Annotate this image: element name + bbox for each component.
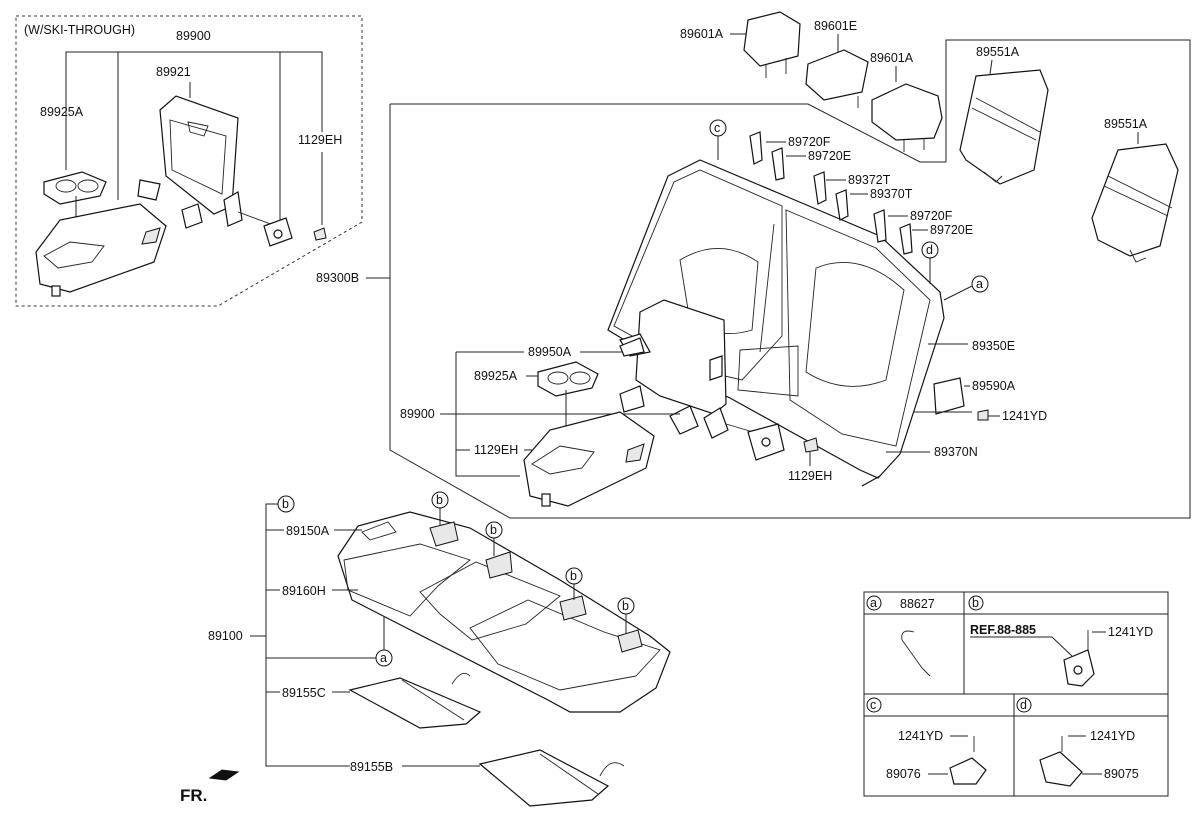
- label-89925A-b[interactable]: 89925A: [474, 369, 518, 383]
- label-89160H[interactable]: 89160H: [282, 584, 326, 598]
- label-89720E-2[interactable]: 89720E: [930, 223, 973, 237]
- label-89720F-2[interactable]: 89720F: [910, 209, 953, 223]
- label-89720E-1[interactable]: 89720E: [808, 149, 851, 163]
- label-ski-89921[interactable]: 89921: [156, 65, 191, 79]
- seat-pads: [348, 672, 625, 807]
- headrest-left: [743, 11, 801, 67]
- callout-b-4[interactable]: b: [622, 599, 629, 613]
- label-89950A[interactable]: 89950A: [528, 345, 572, 359]
- pad-89155C: [348, 677, 482, 729]
- label-89150A[interactable]: 89150A: [286, 524, 330, 538]
- headrest-right: [871, 83, 943, 141]
- ski-bracket-part: [137, 95, 239, 229]
- callout-b-1[interactable]: b: [436, 493, 443, 507]
- part-89590A: [933, 377, 965, 415]
- label-89601A-left[interactable]: 89601A: [680, 27, 724, 41]
- legend-table: a 88627 b REF.88-885 1241YD c 1241YD 890…: [863, 591, 1169, 797]
- ski-hinge-part: [223, 191, 327, 247]
- label-1129EH-left[interactable]: 1129EH: [474, 443, 518, 457]
- callout-b-2[interactable]: b: [490, 523, 497, 537]
- backrest-armrest-group: 89950A 89925A 89900 1129EH: [400, 337, 680, 507]
- callout-b-seat[interactable]: b: [282, 497, 289, 511]
- ski-through-title: (W/SKI-THROUGH): [24, 23, 135, 37]
- seat-cushion: [337, 511, 671, 713]
- label-89590A[interactable]: 89590A: [972, 379, 1016, 393]
- pad-89155B: [478, 749, 610, 807]
- legend-a-part: 88627: [900, 597, 935, 611]
- legend-d-bolt: 1241YD: [1090, 729, 1135, 743]
- fr-label: FR.: [180, 786, 207, 805]
- legend-callout-a: a: [870, 596, 877, 610]
- legend-d-part: 89075: [1104, 767, 1139, 781]
- fr-arrow-icon: [208, 769, 240, 781]
- label-ski-1129EH[interactable]: 1129EH: [298, 133, 342, 147]
- label-89155B[interactable]: 89155B: [350, 760, 393, 774]
- backrest-fasteners: 89720F 89720E 89372T 89370T 89720F 89720…: [749, 131, 973, 255]
- seat-labels: b 89150A 89160H 89100 a 89155C 89155B: [208, 495, 480, 774]
- front-indicator: FR.: [180, 769, 240, 805]
- label-1241YD[interactable]: 1241YD: [1002, 409, 1047, 423]
- legend-callout-d: d: [1020, 698, 1027, 712]
- label-89370T[interactable]: 89370T: [870, 187, 913, 201]
- main-backrest: [607, 159, 945, 479]
- legend-callout-b: b: [972, 596, 979, 610]
- callout-a[interactable]: a: [976, 277, 983, 291]
- label-89720F-1[interactable]: 89720F: [788, 135, 831, 149]
- label-89300B[interactable]: 89300B: [316, 271, 359, 285]
- backrest-covers: 89551A 89551A: [959, 45, 1179, 263]
- legend-c-part: 89076: [886, 767, 921, 781]
- cover-right: [1091, 143, 1179, 257]
- part-89075: [1039, 751, 1083, 787]
- callout-a-seat[interactable]: a: [380, 651, 387, 665]
- label-ski-89925A[interactable]: 89925A: [40, 105, 84, 119]
- label-89601A-right[interactable]: 89601A: [870, 51, 914, 65]
- label-1129EH-right[interactable]: 1129EH: [788, 469, 832, 483]
- legend-callout-c: c: [870, 698, 876, 712]
- armrest-part: [35, 203, 167, 297]
- label-89551A-right[interactable]: 89551A: [1104, 117, 1148, 131]
- part-88627: [901, 630, 931, 677]
- backrest-callouts: c d a: [709, 119, 989, 301]
- label-89900-b[interactable]: 89900: [400, 407, 435, 421]
- label-89350E[interactable]: 89350E: [972, 339, 1015, 353]
- ski-through-inset: (W/SKI-THROUGH) 89900 89921 89925A 1129E…: [15, 15, 363, 307]
- headrest-center: [805, 49, 869, 101]
- label-89100[interactable]: 89100: [208, 629, 243, 643]
- callout-c[interactable]: c: [714, 121, 720, 135]
- label-89370N[interactable]: 89370N: [934, 445, 978, 459]
- label-89551A-top[interactable]: 89551A: [976, 45, 1020, 59]
- backrest-right-labels: 89350E 89590A 1241YD 89370N 1129EH: [788, 339, 1047, 487]
- callout-d[interactable]: d: [926, 243, 933, 257]
- legend-b-ref[interactable]: REF.88-885: [970, 623, 1036, 637]
- headrests-group: 89601A 89601E 89601A: [680, 11, 943, 152]
- label-89155C[interactable]: 89155C: [282, 686, 326, 700]
- backrest-frame: 89300B: [316, 39, 1191, 519]
- backrest-hinge: [669, 405, 819, 461]
- label-ski-89900[interactable]: 89900: [176, 29, 211, 43]
- part-89076: [949, 757, 987, 785]
- legend-b-part: 1241YD: [1108, 625, 1153, 639]
- callout-b-3[interactable]: b: [570, 569, 577, 583]
- label-89372T[interactable]: 89372T: [848, 173, 891, 187]
- label-89601E[interactable]: 89601E: [814, 19, 857, 33]
- cover-left: [959, 69, 1049, 185]
- seat-callouts: b b b b: [431, 491, 635, 634]
- legend-c-bolt: 1241YD: [898, 729, 943, 743]
